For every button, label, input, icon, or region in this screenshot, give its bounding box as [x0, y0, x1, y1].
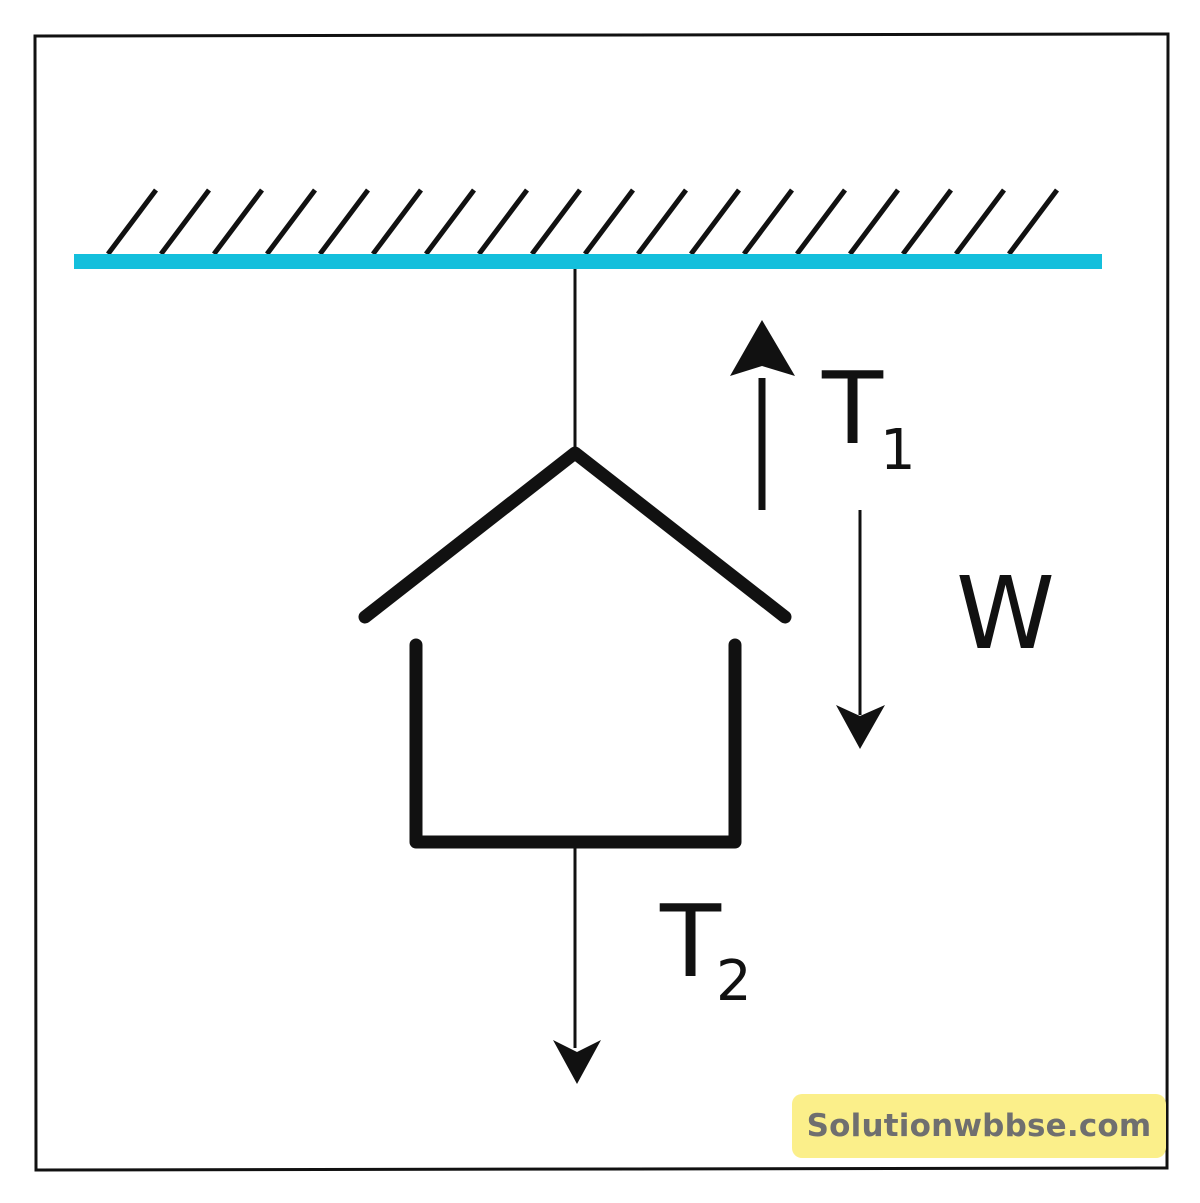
- ceiling-hatching: [106, 188, 1059, 256]
- w-label: W: [956, 555, 1055, 672]
- watermark-text: Solutionwbbse.com: [806, 1108, 1152, 1144]
- weight-body: [409, 638, 742, 849]
- w-arrow: [836, 510, 885, 749]
- t2-arrow: [553, 848, 601, 1084]
- t2-label: T: [659, 883, 722, 1000]
- ceiling-line: [74, 254, 1102, 269]
- t1-label: T: [821, 350, 884, 467]
- t2-subscript: 2: [716, 949, 752, 1014]
- outer-frame: [33, 32, 1170, 1172]
- watermark-badge: Solutionwbbse.com: [792, 1094, 1166, 1158]
- t1-arrow: [730, 320, 795, 510]
- t1-subscript: 1: [880, 418, 916, 483]
- weight-hook: [358, 446, 792, 624]
